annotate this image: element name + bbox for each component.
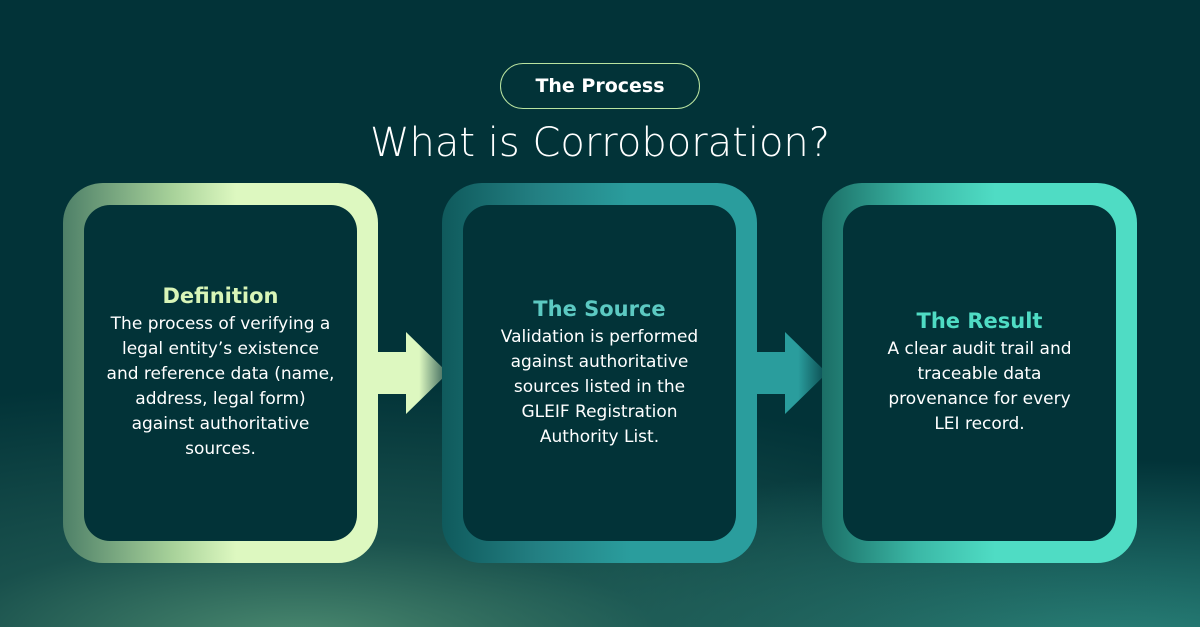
step-heading: Definition (162, 284, 279, 308)
step-card-source: The Source Validation is performed again… (442, 183, 757, 563)
step-text: A clear audit trail and traceable data p… (887, 339, 1072, 434)
arrow-right-icon (376, 332, 448, 414)
step-text: The process of verifying a legal entity’… (106, 314, 335, 459)
step-heading: The Result (916, 309, 1043, 333)
page-title: What is Corroboration? (369, 120, 831, 166)
arrow-right-icon (755, 332, 827, 414)
process-badge: The Process (500, 63, 700, 109)
step-card-definition: Definition The process of verifying a le… (63, 183, 378, 563)
step-text: Validation is performed against authorit… (500, 326, 699, 447)
step-heading: The Source (533, 296, 666, 321)
step-card-result: The Result A clear audit trail and trace… (822, 183, 1137, 563)
